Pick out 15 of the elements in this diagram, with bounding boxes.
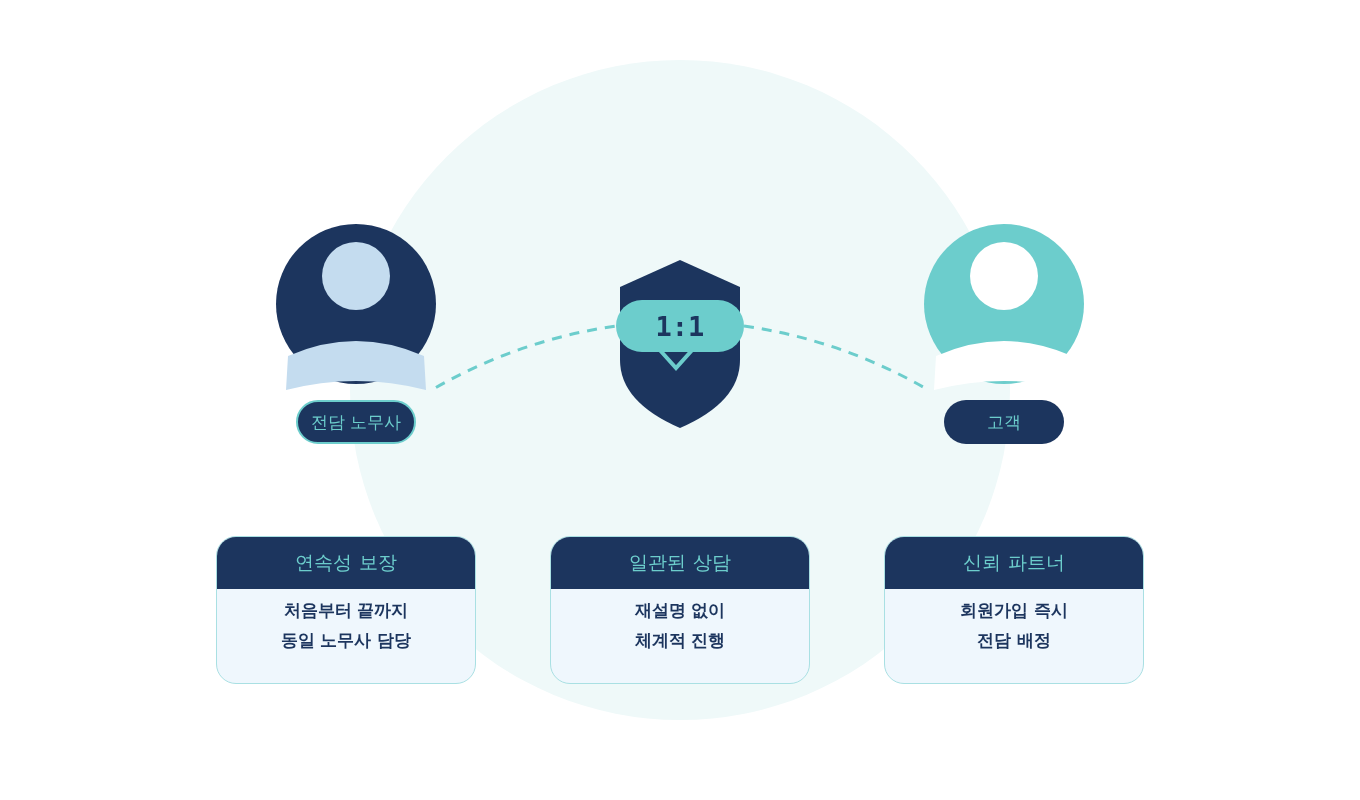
- card-heading: 신뢰 파트너: [885, 537, 1143, 589]
- card-heading: 연속성 보장: [217, 537, 475, 589]
- feature-card: [216, 536, 476, 684]
- role-label: 고객: [944, 400, 1064, 444]
- feature-card: [884, 536, 1144, 684]
- card-description: 처음부터 끝까지 동일 노무사 담당: [279, 599, 413, 652]
- person-avatar: [924, 224, 1084, 390]
- role-label: 전담 노무사: [296, 400, 416, 444]
- dashed-line: [743, 324, 925, 389]
- card-heading: 일관된 상담: [551, 537, 809, 589]
- feature-card: [550, 536, 810, 684]
- card-description: 재설명 없이 체계적 진행: [633, 599, 727, 652]
- person-avatar: [276, 224, 436, 390]
- card-description: 회원가입 즉시 전담 배정: [959, 599, 1069, 652]
- dashed-line: [435, 324, 617, 389]
